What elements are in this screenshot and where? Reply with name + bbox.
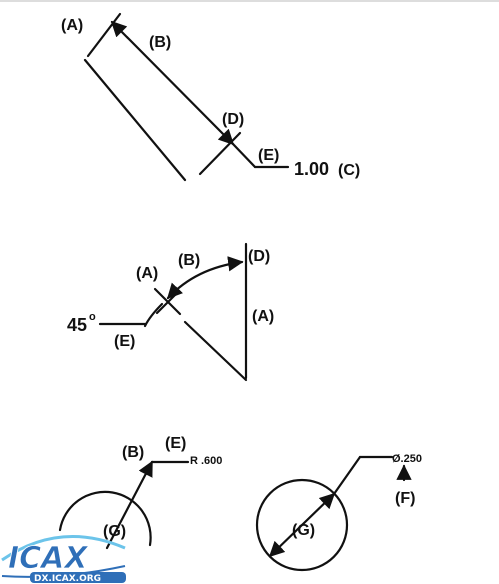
label-b-radius: (B) (122, 444, 144, 461)
dimension-value-diameter: Ø.250 (392, 453, 422, 465)
dimension-value-angle: 45 (67, 315, 87, 335)
label-b-angle: (B) (178, 252, 200, 269)
dimension-line-b (110, 20, 235, 146)
radius-dimension-example: (B) (E) R .600 (G) (58, 435, 222, 550)
radius-line (105, 460, 154, 550)
extension-line-bottom (198, 131, 242, 176)
label-e-radius: (E) (165, 435, 186, 452)
diameter-dimension-example: (G) Ø.250 (F) (255, 453, 422, 572)
label-g-diameter: (G) (292, 522, 315, 539)
logo-site-text: DX.ICAX.ORG (34, 574, 101, 584)
leader-line (231, 142, 257, 169)
part-edge-line (83, 58, 187, 182)
diagonal-edge (183, 320, 248, 382)
extension-line-a-top (86, 12, 122, 58)
logo-icax-text: ICAX (8, 541, 89, 576)
angle-arc-b (166, 256, 244, 300)
angular-dimension-example: (D) (B) (A) (A) 45 o (E) (67, 242, 274, 382)
radius-arc (58, 490, 152, 547)
label-c: (C) (338, 162, 360, 179)
label-g-radius: (G) (103, 523, 126, 540)
diameter-circle (255, 478, 349, 572)
label-a-vertical: (A) (252, 308, 274, 325)
degree-symbol: o (89, 311, 96, 323)
dimension-value-linear: 1.00 (294, 159, 329, 179)
linear-dimension-example: (A) (B) (D) (E) 1.00 (C) (61, 12, 360, 182)
diameter-leader (332, 455, 362, 496)
label-e: (E) (258, 147, 279, 164)
label-f: (F) (395, 490, 415, 507)
dimension-value-radius: R .600 (190, 455, 222, 467)
label-e-angle: (E) (114, 333, 135, 350)
angle-arc-tail (143, 302, 164, 328)
label-b: (B) (149, 34, 171, 51)
label-a-angle: (A) (136, 265, 158, 282)
diameter-line (268, 492, 336, 558)
label-d-angle: (D) (248, 248, 270, 265)
label-a: (A) (61, 17, 83, 34)
icax-logo: ICAX DX.ICAX.ORG (1, 534, 126, 584)
label-d: (D) (222, 111, 244, 128)
